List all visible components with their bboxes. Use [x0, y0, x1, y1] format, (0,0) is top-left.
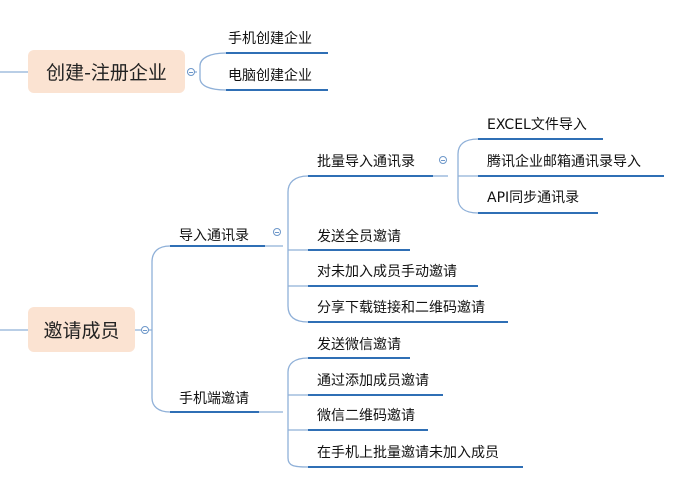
- collapse-icon[interactable]: [273, 228, 281, 236]
- node-pc-create[interactable]: 电脑创建企业: [228, 68, 312, 84]
- node-import-contacts[interactable]: 导入通讯录: [179, 228, 249, 244]
- node-underline: [308, 321, 508, 323]
- node-tencent-mail-import[interactable]: 腾讯企业邮箱通讯录导入: [487, 154, 641, 170]
- node-send-all-invite[interactable]: 发送全员邀请: [317, 229, 401, 245]
- node-underline: [478, 212, 598, 214]
- node-wechat-qr-invite[interactable]: 微信二维码邀请: [317, 408, 415, 424]
- node-underline: [226, 52, 328, 54]
- node-underline: [308, 357, 410, 359]
- node-mobile-invite[interactable]: 手机端邀请: [179, 391, 249, 407]
- node-underline: [170, 245, 265, 247]
- root-topic-invite-members[interactable]: 邀请成员: [28, 307, 135, 352]
- node-underline: [170, 411, 259, 413]
- node-excel-import[interactable]: EXCEL文件导入: [487, 117, 587, 133]
- node-underline: [308, 285, 478, 287]
- node-add-member-invite[interactable]: 通过添加成员邀请: [317, 373, 429, 389]
- node-underline: [308, 175, 433, 177]
- node-underline: [478, 175, 664, 177]
- node-batch-invite-unjoined[interactable]: 在手机上批量邀请未加入成员: [317, 445, 499, 461]
- node-mobile-create[interactable]: 手机创建企业: [228, 31, 312, 47]
- node-underline: [226, 89, 328, 91]
- node-manual-invite[interactable]: 对未加入成员手动邀请: [317, 264, 457, 280]
- node-batch-import[interactable]: 批量导入通讯录: [317, 154, 415, 170]
- node-underline: [308, 394, 443, 396]
- collapse-icon[interactable]: [187, 68, 195, 76]
- node-wechat-invite[interactable]: 发送微信邀请: [317, 337, 401, 353]
- collapse-icon[interactable]: [141, 326, 149, 334]
- root-topic-create-enterprise[interactable]: 创建-注册企业: [28, 50, 185, 93]
- node-share-link-invite[interactable]: 分享下载链接和二维码邀请: [317, 300, 485, 316]
- node-underline: [308, 466, 523, 468]
- node-underline: [308, 429, 428, 431]
- collapse-icon[interactable]: [439, 156, 447, 164]
- node-underline: [478, 138, 603, 140]
- node-api-sync[interactable]: API同步通讯录: [487, 190, 580, 206]
- node-underline: [308, 249, 410, 251]
